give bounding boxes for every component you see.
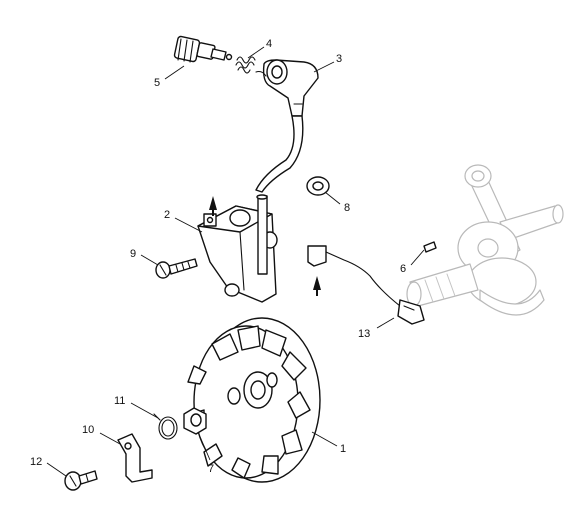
callout-4: 4 <box>266 38 272 50</box>
callout-9: 9 <box>130 248 136 260</box>
stop-wire <box>307 245 425 325</box>
leader-lines <box>46 46 425 477</box>
bracket-screw <box>64 470 98 491</box>
callout-3: 3 <box>336 53 342 65</box>
callout-12: 12 <box>30 456 42 468</box>
ignition-lead <box>255 115 304 193</box>
callout-2: 2 <box>164 209 170 221</box>
spring <box>235 56 256 74</box>
callout-5: 5 <box>154 77 160 89</box>
callout-1: 1 <box>340 443 346 455</box>
direction-arrow-wire <box>313 276 321 296</box>
bracket <box>117 433 153 483</box>
spark-plug-boot <box>255 59 319 117</box>
coil-screw <box>155 258 198 279</box>
callout-10: 10 <box>82 424 94 436</box>
flywheel <box>187 317 321 483</box>
crankshaft-assembly <box>406 164 564 316</box>
flywheel-nut <box>183 407 207 435</box>
retaining-clip <box>153 413 178 440</box>
direction-arrow-coil <box>209 196 217 216</box>
callout-6: 6 <box>400 263 406 275</box>
callout-7: 7 <box>208 463 214 475</box>
grommet <box>306 176 330 196</box>
callout-11: 11 <box>114 395 125 407</box>
callout-13: 13 <box>358 328 370 340</box>
ignition-coil <box>197 194 278 303</box>
spark-plug <box>173 35 233 63</box>
callout-8: 8 <box>344 202 350 214</box>
woodruff-key <box>423 241 437 253</box>
